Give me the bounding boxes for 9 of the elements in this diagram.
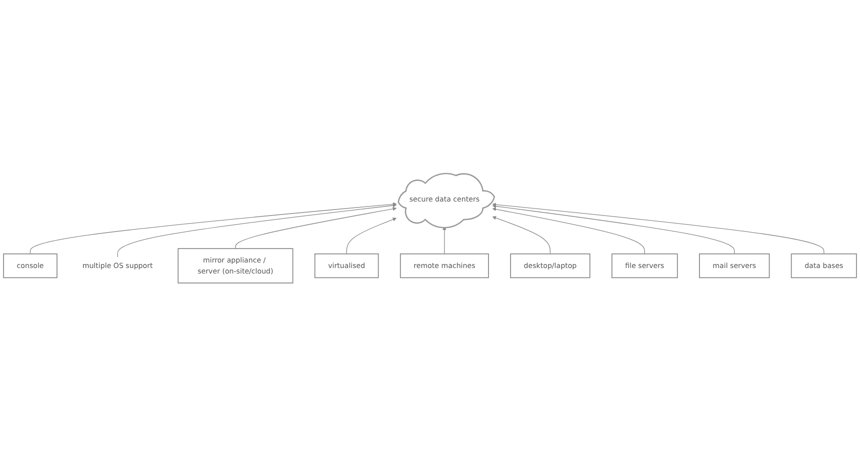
arrow bbox=[117, 204, 397, 258]
arrow bbox=[346, 218, 397, 254]
arrow bbox=[492, 208, 645, 254]
arrow bbox=[235, 207, 397, 250]
arrow bbox=[492, 204, 735, 254]
arrow bbox=[492, 202, 824, 254]
arrow bbox=[30, 202, 397, 254]
arrow bbox=[492, 216, 551, 254]
arrow bbox=[442, 226, 446, 254]
